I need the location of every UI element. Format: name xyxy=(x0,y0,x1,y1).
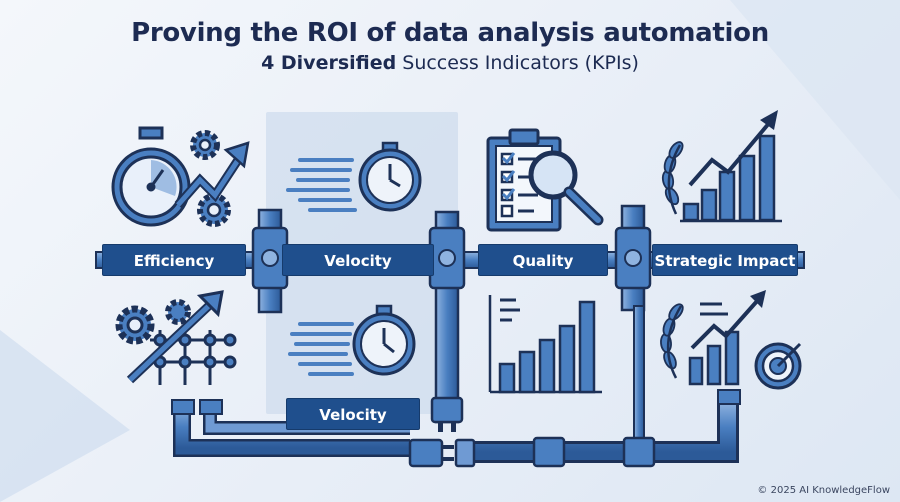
copyright-text: © 2025 AI KnowledgeFlow xyxy=(757,485,890,496)
network-icon xyxy=(115,290,237,385)
bg-triangle-bottom-left xyxy=(0,330,130,502)
speed-stopwatch-icon xyxy=(288,304,416,376)
stopwatch-icon xyxy=(111,126,191,227)
magnifier-icon xyxy=(528,150,604,226)
label-velocity: Velocity xyxy=(282,244,434,276)
subtitle-bold: 4 Diversified xyxy=(261,52,397,74)
bottom-pipe xyxy=(470,305,741,468)
bar-chart-icon xyxy=(488,295,602,394)
gear-icon xyxy=(190,130,231,227)
label-efficiency: Efficiency xyxy=(102,244,246,276)
speed-stopwatch-icon xyxy=(286,141,422,212)
label-quality: Quality xyxy=(478,244,608,276)
label-velocity-lower: Velocity xyxy=(286,398,420,430)
power-plug-icon xyxy=(430,396,464,432)
bg-triangle-top-right xyxy=(730,0,900,200)
target-icon xyxy=(660,290,802,390)
laurel-bar-chart-icon xyxy=(661,110,782,223)
power-plug-icon xyxy=(408,438,476,468)
page-title: Proving the ROI of data analysis automat… xyxy=(131,18,769,48)
pipe-connector-icon xyxy=(251,204,652,424)
subtitle-rest: Success Indicators (KPIs) xyxy=(396,52,639,74)
page-subtitle: 4 Diversified Success Indicators (KPIs) xyxy=(0,52,900,74)
label-strategic-impact: Strategic Impact xyxy=(652,244,798,276)
